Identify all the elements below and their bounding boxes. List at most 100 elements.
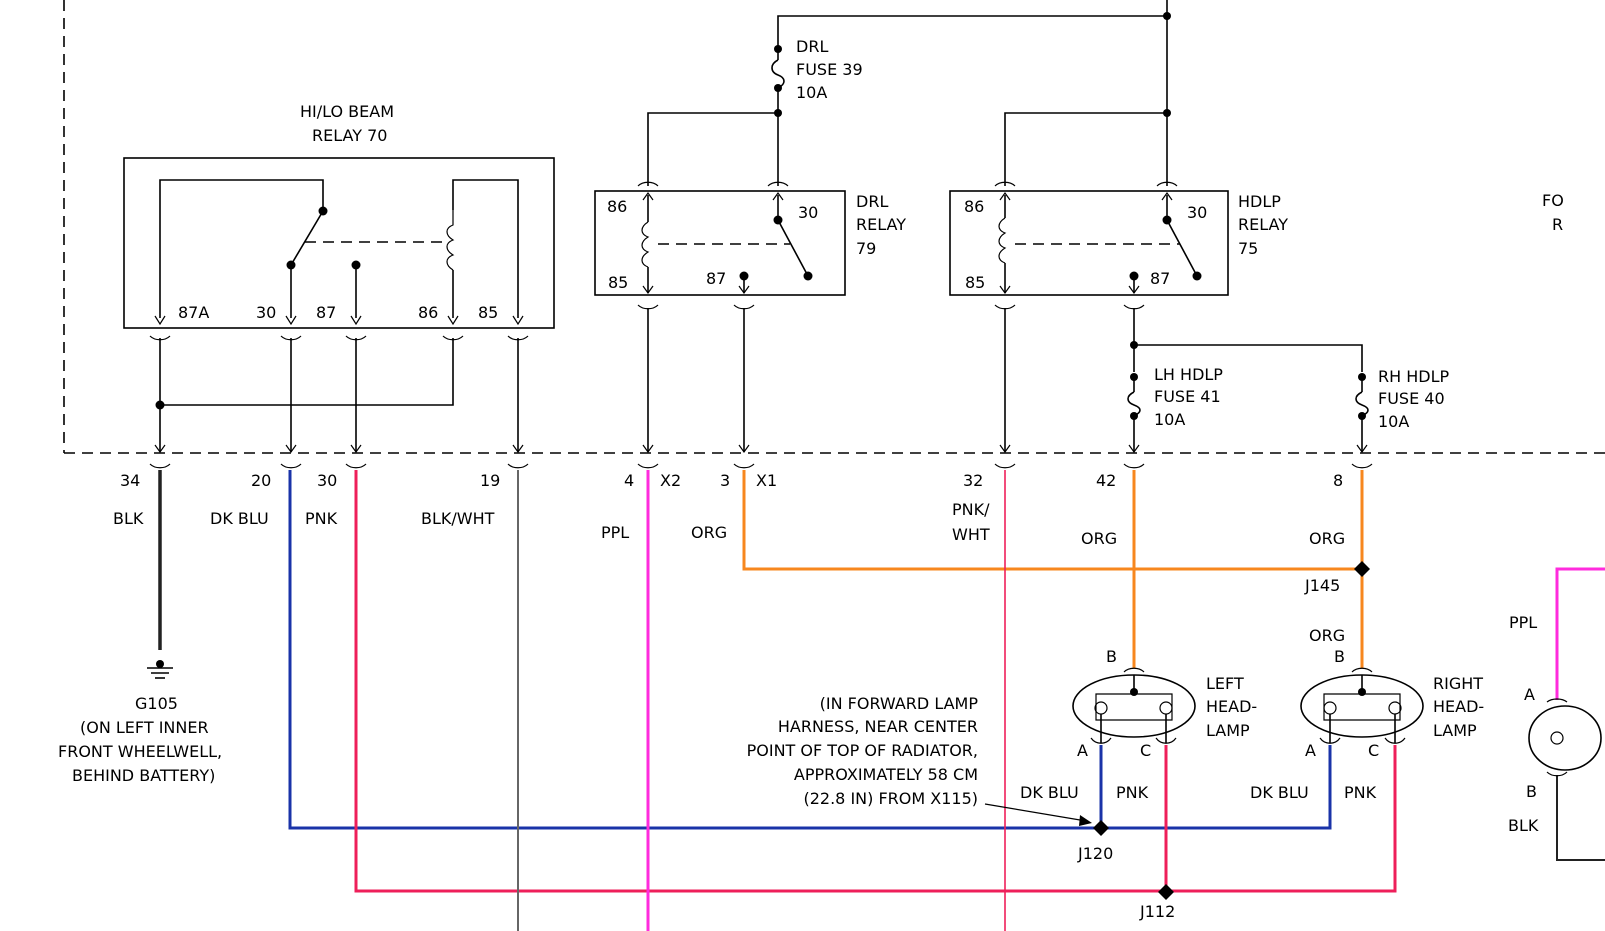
partial-right-label-1: FO xyxy=(1542,191,1564,210)
left-lamp-wire-a: DK BLU xyxy=(1020,783,1079,802)
ground-g105: G105 (ON LEFT INNER FRONT WHEELWELL, BEH… xyxy=(58,660,222,785)
right-lamp-pin-c: C xyxy=(1368,741,1379,760)
label-blk: BLK xyxy=(113,509,144,528)
label-ppl: PPL xyxy=(601,523,629,542)
hilo-beam-relay: HI/LO BEAM RELAY 70 87A 30 87 86 85 xyxy=(123,102,555,452)
drl-relay: 86 85 30 87 DRL RELAY 79 xyxy=(594,181,906,452)
hilo-pin-87a: 87A xyxy=(178,303,209,322)
left-lamp-name-3: LAMP xyxy=(1206,721,1250,740)
left-lamp-name-1: LEFT xyxy=(1206,674,1244,693)
label-org: ORG xyxy=(691,523,727,542)
hilo-pin-30: 30 xyxy=(256,303,276,322)
splice-j112: J112 xyxy=(1139,884,1175,921)
label-dkblu: DK BLU xyxy=(210,509,269,528)
ground-name: G105 xyxy=(135,694,178,713)
far-right-wire-ppl: PPL xyxy=(1509,613,1537,632)
hilo-relay-title-1: HI/LO BEAM xyxy=(300,102,394,121)
hdlp-relay-name-2: RELAY xyxy=(1238,215,1288,234)
drl-relay-name-1: DRL xyxy=(856,192,888,211)
hdlp-pin-30: 30 xyxy=(1187,203,1207,222)
hilo-relay-title-2: RELAY 70 xyxy=(312,126,387,145)
right-lamp-name-3: LAMP xyxy=(1433,721,1477,740)
wire-dkblu-right-a xyxy=(1101,745,1332,830)
wire-color-labels: BLK DK BLU PNK BLK/WHT PPL ORG PNK/ WHT … xyxy=(113,500,1345,645)
pin-4: 4 xyxy=(624,471,634,490)
pin-34: 34 xyxy=(120,471,140,490)
lh-fuse-label-2: FUSE 41 xyxy=(1154,387,1221,406)
left-lamp-pin-b: B xyxy=(1106,647,1117,666)
drl-pin-86: 86 xyxy=(607,197,627,216)
hdlp-pin-86: 86 xyxy=(964,197,984,216)
left-lamp-pin-a: A xyxy=(1077,741,1088,760)
hdlp-relay-name-3: 75 xyxy=(1238,239,1258,258)
drl-pin-30: 30 xyxy=(798,203,818,222)
j120-note-1: (IN FORWARD LAMP xyxy=(820,694,979,713)
rh-fuse-label-3: 10A xyxy=(1378,412,1409,431)
label-pnkwht-1: PNK/ xyxy=(952,500,990,519)
hilo-pin-87: 87 xyxy=(316,303,336,322)
far-right-partial-lamp: PPL A B BLK xyxy=(1508,613,1602,835)
hilo-pin-86: 86 xyxy=(418,303,438,322)
hilo-pin-85: 85 xyxy=(478,303,498,322)
right-lamp-name-2: HEAD- xyxy=(1433,697,1484,716)
wire-org-3 xyxy=(742,470,1362,571)
label-pnkwht-2: WHT xyxy=(952,525,990,544)
drl-fuse-label-3: 10A xyxy=(796,83,827,102)
label-org-42: ORG xyxy=(1081,529,1117,548)
drl-relay-name-3: 79 xyxy=(856,239,876,258)
right-lamp-wire-c: PNK xyxy=(1344,783,1377,802)
lh-hdlp-fuse: LH HDLP FUSE 41 10A xyxy=(1127,365,1223,452)
rh-fuse-label-1: RH HDLP xyxy=(1378,367,1450,386)
hdlp-relay: 86 85 30 87 HDLP RELAY 75 xyxy=(949,181,1363,452)
pin-42: 42 xyxy=(1096,471,1116,490)
right-headlamp: B A C RIGHT HEAD- LAMP DK BLU PNK xyxy=(1250,647,1484,802)
ground-desc-1: (ON LEFT INNER xyxy=(80,718,209,737)
left-lamp-wire-c: PNK xyxy=(1116,783,1149,802)
right-lamp-pin-b: B xyxy=(1334,647,1345,666)
wire-pnk-30 xyxy=(354,470,1397,893)
drl-fuse: DRL FUSE 39 10A xyxy=(771,37,863,102)
hdlp-pin-87: 87 xyxy=(1150,269,1170,288)
wire-blk-far-right xyxy=(1556,775,1605,861)
j120-location-note: (IN FORWARD LAMP HARNESS, NEAR CENTER PO… xyxy=(747,694,1092,826)
ground-desc-2: FRONT WHEELWELL, xyxy=(58,742,222,761)
wire-dkblu-20 xyxy=(288,470,1101,830)
left-lamp-pin-c: C xyxy=(1140,741,1151,760)
lh-fuse-label-3: 10A xyxy=(1154,410,1185,429)
left-headlamp: B A C LEFT HEAD- LAMP DK BLU PNK xyxy=(1020,647,1257,802)
far-right-wire-blk: BLK xyxy=(1508,816,1539,835)
drl-fuse-label-1: DRL xyxy=(796,37,828,56)
label-org-lower: ORG xyxy=(1309,626,1345,645)
partial-right-label-2: R xyxy=(1552,215,1563,234)
j120-note-2: HARNESS, NEAR CENTER xyxy=(778,717,978,736)
j120-note-4: APPROXIMATELY 58 CM xyxy=(794,765,978,784)
drl-pin-87: 87 xyxy=(706,269,726,288)
harness-connector-pins xyxy=(149,444,1373,469)
drl-relay-name-2: RELAY xyxy=(856,215,906,234)
j120-note-3: POINT OF TOP OF RADIATOR, xyxy=(747,741,978,760)
right-lamp-wire-a: DK BLU xyxy=(1250,783,1309,802)
splice-j120: J120 xyxy=(1077,820,1113,863)
connector-x1: X1 xyxy=(756,471,777,490)
pin-8: 8 xyxy=(1333,471,1343,490)
hdlp-relay-name-1: HDLP xyxy=(1238,192,1281,211)
right-lamp-name-1: RIGHT xyxy=(1433,674,1483,693)
far-right-pin-b: B xyxy=(1526,782,1537,801)
drl-fuse-label-2: FUSE 39 xyxy=(796,60,863,79)
ground-desc-3: BEHIND BATTERY) xyxy=(72,766,215,785)
splice-j112-label: J112 xyxy=(1139,902,1175,921)
pin-30: 30 xyxy=(317,471,337,490)
drl-pin-85: 85 xyxy=(608,273,628,292)
pin-3: 3 xyxy=(720,471,730,490)
pin-19: 19 xyxy=(480,471,500,490)
rh-hdlp-fuse: RH HDLP FUSE 40 10A xyxy=(1355,367,1450,452)
pin-32: 32 xyxy=(963,471,983,490)
left-lamp-name-2: HEAD- xyxy=(1206,697,1257,716)
lh-fuse-label-1: LH HDLP xyxy=(1154,365,1223,384)
splice-j145: J145 xyxy=(1304,561,1370,595)
j120-note-5: (22.8 IN) FROM X115) xyxy=(803,789,978,808)
connector-x2: X2 xyxy=(660,471,681,490)
rh-fuse-label-2: FUSE 40 xyxy=(1378,389,1445,408)
splice-j145-label: J145 xyxy=(1304,576,1340,595)
